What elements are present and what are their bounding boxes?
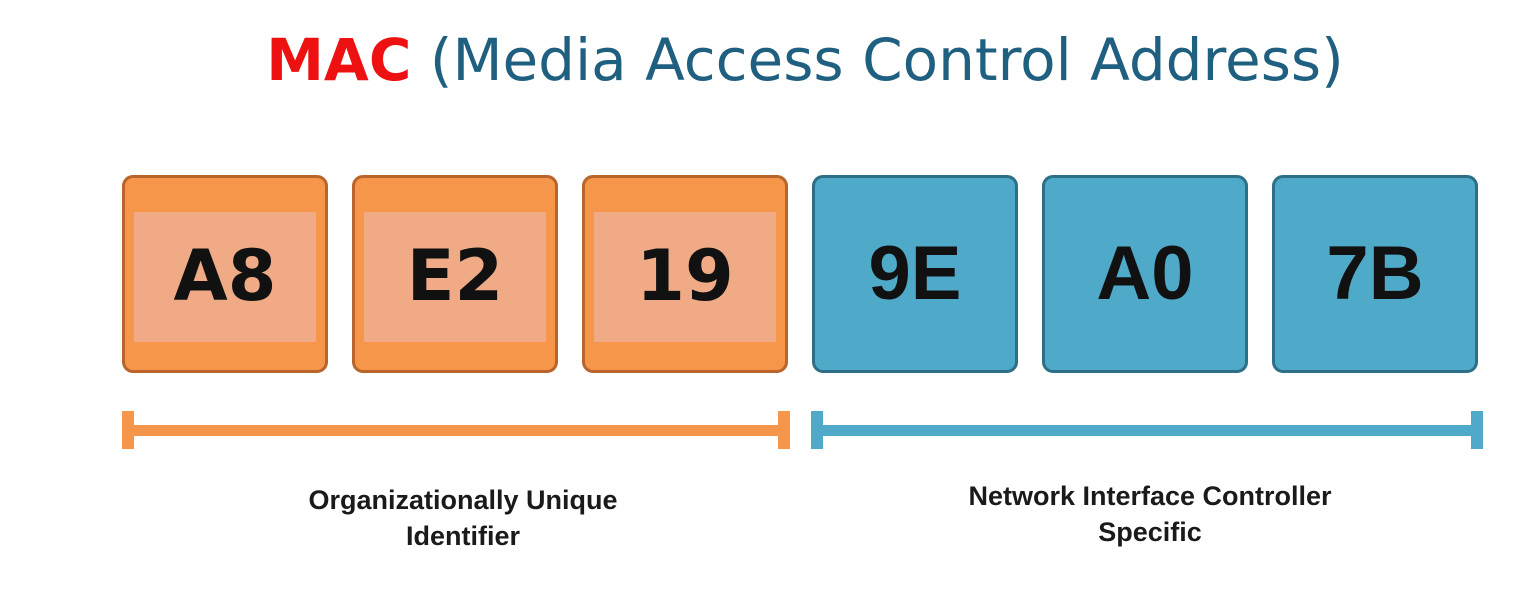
- diagram-title: MAC (Media Access Control Address): [0, 22, 1518, 98]
- nic-caption: Network Interface Controller Specific: [900, 478, 1400, 550]
- octet-value-4: 9E: [868, 231, 962, 316]
- oui-caption-line-2: Identifier: [405, 521, 520, 551]
- octet-box-3: 19: [582, 175, 788, 373]
- octet-box-4: 9E: [812, 175, 1018, 373]
- octet-box-inner: [134, 212, 316, 342]
- nic-bracket: [811, 411, 1483, 449]
- octet-value-3: 19: [636, 235, 734, 317]
- octet-box-1: A8: [122, 175, 328, 373]
- bracket-bar: [122, 425, 790, 436]
- oui-caption-line-1: Organizationally Unique: [308, 485, 618, 515]
- bracket-end-right: [778, 411, 790, 449]
- bracket-end-right: [1471, 411, 1483, 449]
- octet-box-inner: [594, 212, 776, 342]
- octet-box-6: 7B: [1272, 175, 1478, 373]
- octet-value-2: E2: [406, 235, 504, 317]
- bracket-bar: [811, 425, 1483, 436]
- octet-value-6: 7B: [1326, 231, 1424, 316]
- title-acronym: MAC: [266, 26, 412, 94]
- oui-bracket: [122, 411, 790, 449]
- nic-caption-line-2: Specific: [1098, 517, 1202, 547]
- octet-box-2: E2: [352, 175, 558, 373]
- nic-caption-line-1: Network Interface Controller: [968, 481, 1332, 511]
- title-expansion: (Media Access Control Address): [429, 26, 1344, 94]
- octet-value-1: A8: [173, 235, 277, 317]
- octet-value-5: A0: [1096, 231, 1194, 316]
- octet-box-5: A0: [1042, 175, 1248, 373]
- octet-box-inner: [364, 212, 546, 342]
- oui-caption: Organizationally Unique Identifier: [213, 482, 713, 554]
